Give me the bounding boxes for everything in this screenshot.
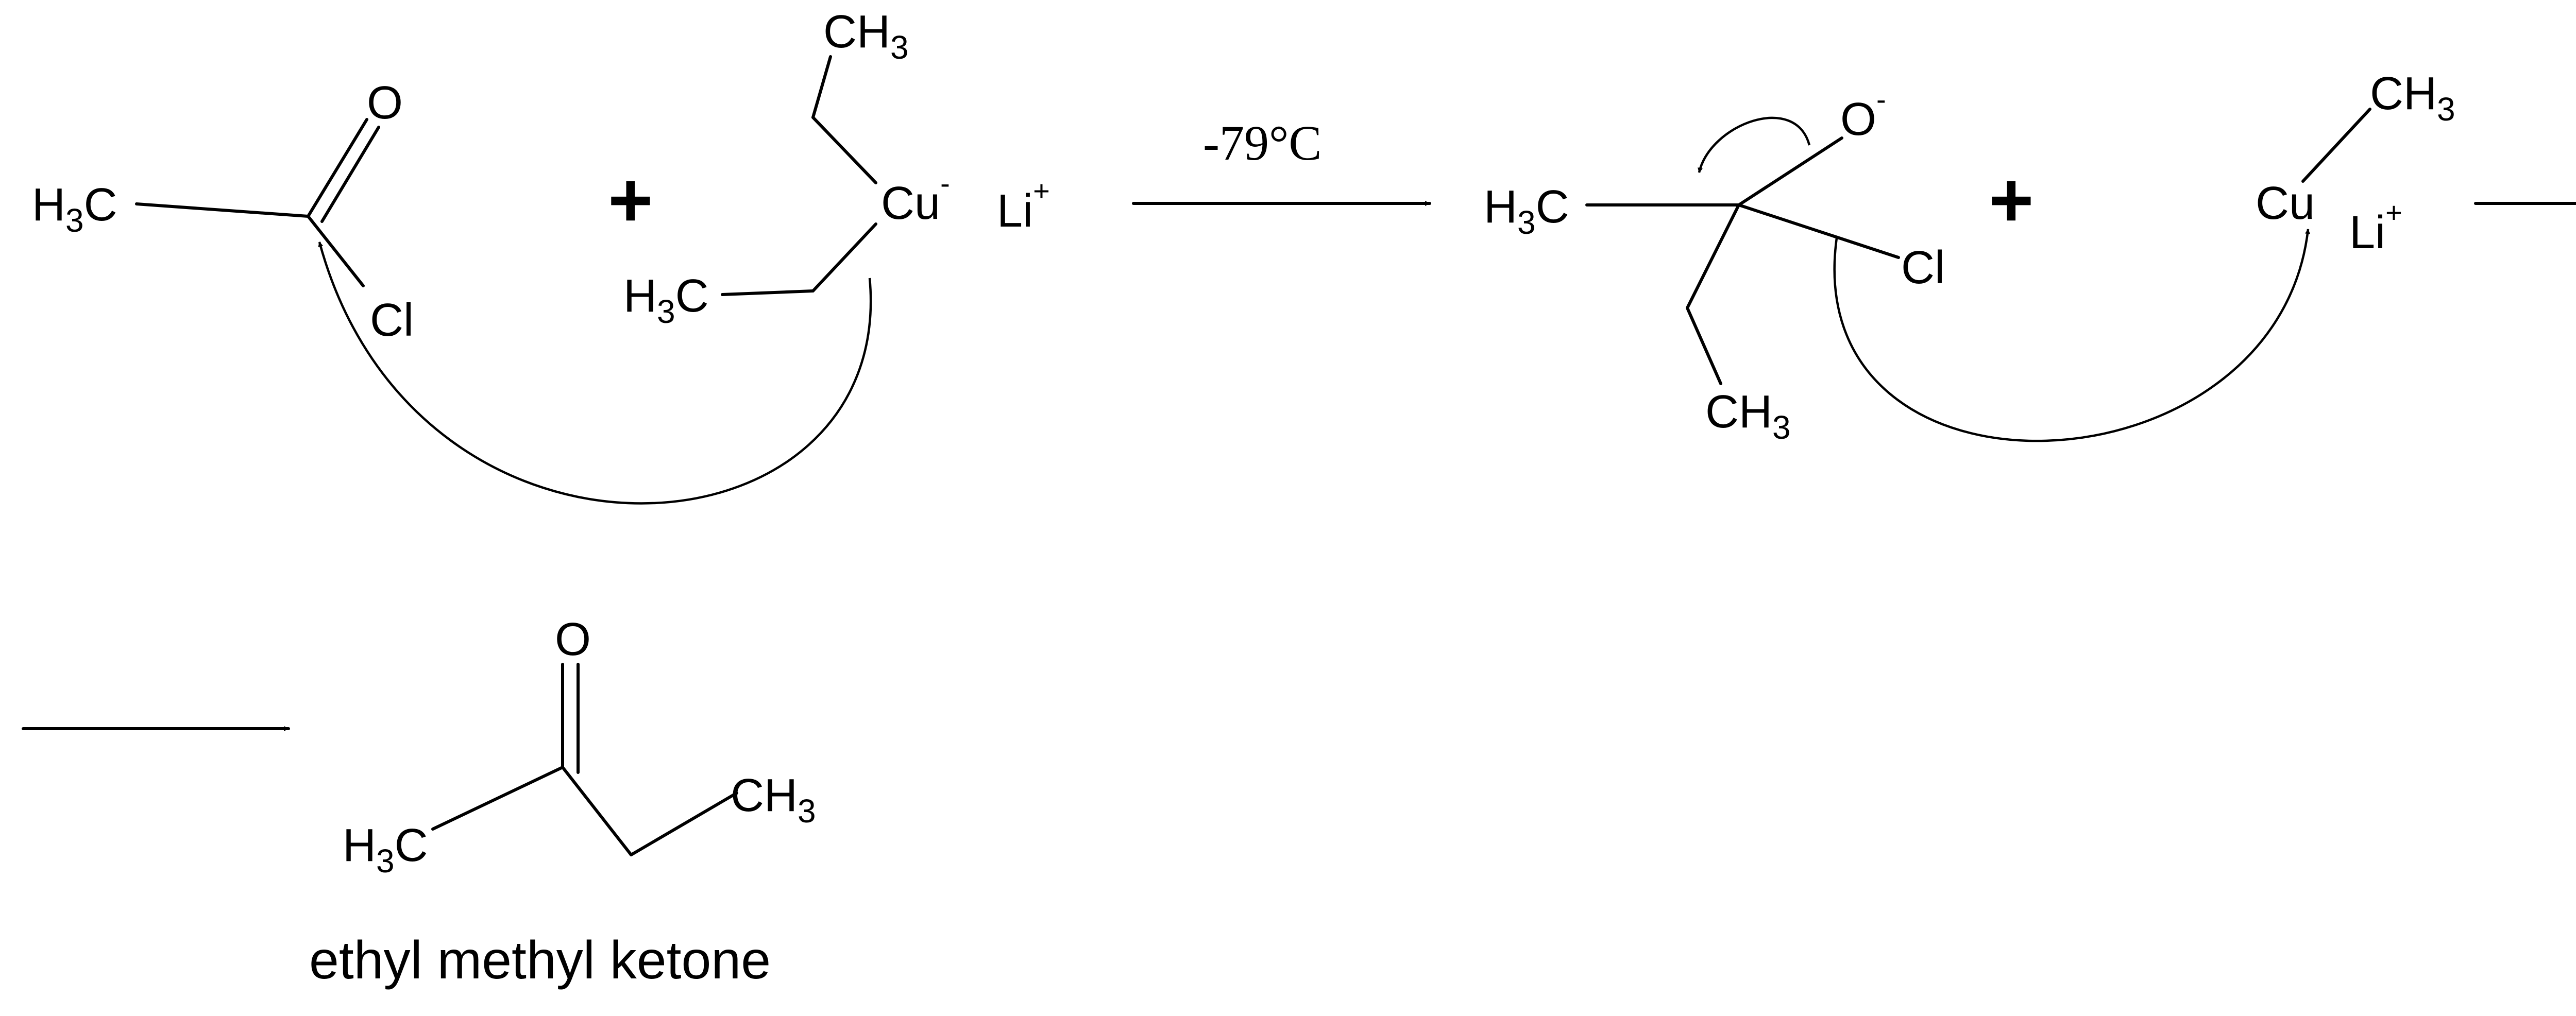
atom-methyl: H3​C xyxy=(1484,181,1569,241)
atom-copper: Cu- xyxy=(881,167,950,229)
bond-ch2-ch3-bottom xyxy=(721,289,815,296)
atom-chlorine: Cl xyxy=(1901,242,1945,294)
curved-arrow-oxygen-to-carbon xyxy=(1698,116,1811,173)
atom-oxygen: O xyxy=(367,77,403,129)
product-name: ethyl methyl ketone xyxy=(309,931,771,990)
double-bond-co-b xyxy=(320,126,380,223)
atom-left-methyl: H3​C xyxy=(623,270,709,330)
bond-methyl-carbonyl xyxy=(135,202,310,218)
atom-top-methyl: CH3​ xyxy=(823,6,909,66)
bond-ch3-ch2-top xyxy=(811,55,832,119)
bond-ch2-ch3 xyxy=(630,791,738,856)
bond-c-cl xyxy=(307,215,365,287)
acetyl-chloride: H3​C O Cl xyxy=(32,77,414,346)
bond-ch2-cu-top xyxy=(811,116,877,184)
bond-c-cl xyxy=(1737,203,1900,259)
tetrahedral-intermediate: H3​C O- Cl CH3​ xyxy=(1484,83,1945,446)
methyl-copper: CH3​ Cu Li+ xyxy=(2256,68,2455,259)
bond-c-ch2 xyxy=(1686,203,1740,309)
bond-c-o xyxy=(1737,136,1843,206)
bond-carbonyl-ch2 xyxy=(561,766,633,856)
bond-methyl-carbonyl xyxy=(431,766,564,831)
atom-oxygen: O- xyxy=(1840,83,1886,145)
atom-left-methyl: H3​C xyxy=(343,820,428,880)
condition-temperature: -79°C xyxy=(1203,115,1321,170)
atom-methyl: H3​C xyxy=(32,179,117,239)
atom-methyl: CH3​ xyxy=(2370,68,2455,128)
atom-oxygen: O xyxy=(555,614,591,665)
plus-sign: + xyxy=(1989,157,2034,243)
atom-bottom-methyl: CH3​ xyxy=(1705,386,1791,446)
curved-arrow-chloride-to-copper xyxy=(1833,229,2310,442)
atom-copper: Cu xyxy=(2256,178,2315,229)
atom-right-methyl: CH3​ xyxy=(731,770,816,830)
atom-chlorine: Cl xyxy=(370,295,414,346)
product-ketone: O H3​C CH3​ xyxy=(343,614,816,880)
double-bond-co-a xyxy=(307,118,368,218)
atom-lithium: Li+ xyxy=(997,175,1050,237)
bond-cu-ch3 xyxy=(2301,108,2371,183)
bond-cu-ch2-bottom xyxy=(811,222,877,292)
lithium-diethylcuprate: CH3​ Cu- Li+ H3​C xyxy=(623,6,1050,330)
plus-sign: + xyxy=(608,157,653,243)
curved-arrow-cuprate-to-carbonyl xyxy=(318,242,872,505)
bond-ch2-ch3 xyxy=(1686,306,1722,385)
atom-lithium: Li+ xyxy=(2349,196,2402,259)
